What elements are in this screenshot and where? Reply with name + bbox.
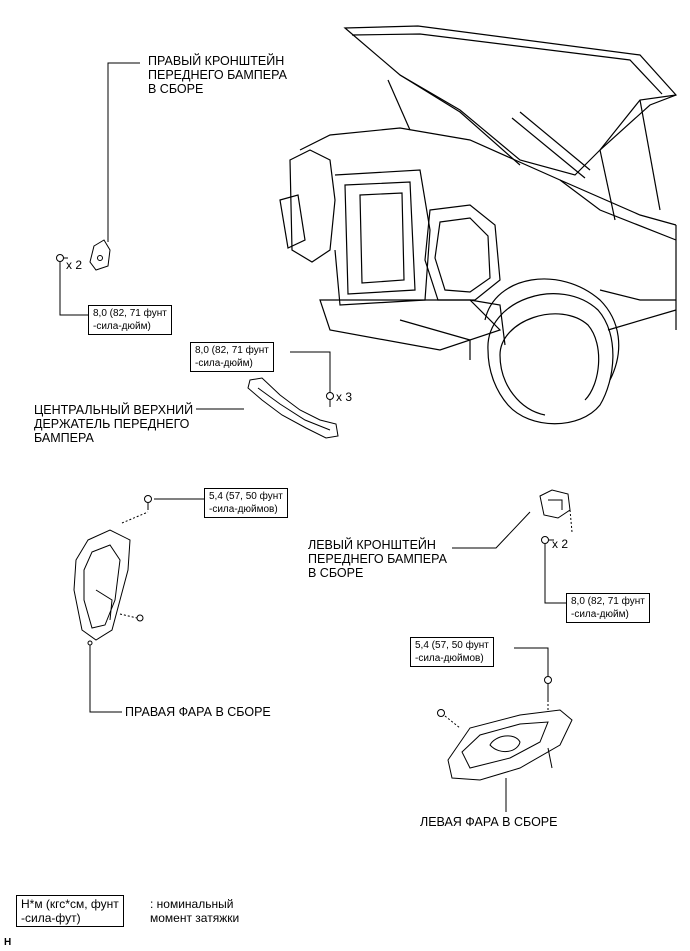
label-right-bracket: ПРАВЫЙ КРОНШТЕЙН ПЕРЕДНЕГО БАМПЕРА В СБО… <box>148 54 287 96</box>
vehicle-illustration <box>279 25 678 425</box>
illustration-code: H <box>4 937 12 948</box>
label-center-retainer: ЦЕНТРАЛЬНЫЙ ВЕРХНИЙ ДЕРЖАТЕЛЬ ПЕРЕДНЕГО … <box>34 403 194 445</box>
legend-description: : номинальный момент затяжки <box>150 897 240 925</box>
right-bracket-part <box>56 239 111 271</box>
left-bracket-part <box>539 489 573 544</box>
torque-box-right-bracket: 8,0 (82, 71 фунт -сила-дюйм) <box>88 305 172 335</box>
legend-unit-box: Н*м (кгс*см, фунт -сила-фут) <box>16 895 124 927</box>
label-left-headlamp: ЛЕВАЯ ФАРА В СБОРЕ <box>420 815 558 829</box>
left-headlamp-part <box>437 676 573 781</box>
label-left-bracket: ЛЕВЫЙ КРОНШТЕЙН ПЕРЕДНЕГО БАМПЕРА В СБОР… <box>308 538 447 580</box>
qty-center-retainer-bolts: x 3 <box>336 390 353 404</box>
torque-box-left-headlamp: 5,4 (57, 50 фунт -сила-дюймов) <box>410 637 494 667</box>
center-retainer-part <box>247 377 339 439</box>
label-right-headlamp: ПРАВАЯ ФАРА В СБОРЕ <box>125 705 271 719</box>
qty-left-bracket-bolts: x 2 <box>552 537 569 551</box>
right-headlamp-part <box>73 495 152 646</box>
torque-box-right-headlamp: 5,4 (57, 50 фунт -сила-дюймов) <box>204 488 288 518</box>
torque-box-center-retainer: 8,0 (82, 71 фунт -сила-дюйм) <box>190 342 274 372</box>
qty-right-bracket-bolts: x 2 <box>66 258 83 272</box>
torque-box-left-bracket: 8,0 (82, 71 фунт -сила-дюйм) <box>566 593 650 623</box>
